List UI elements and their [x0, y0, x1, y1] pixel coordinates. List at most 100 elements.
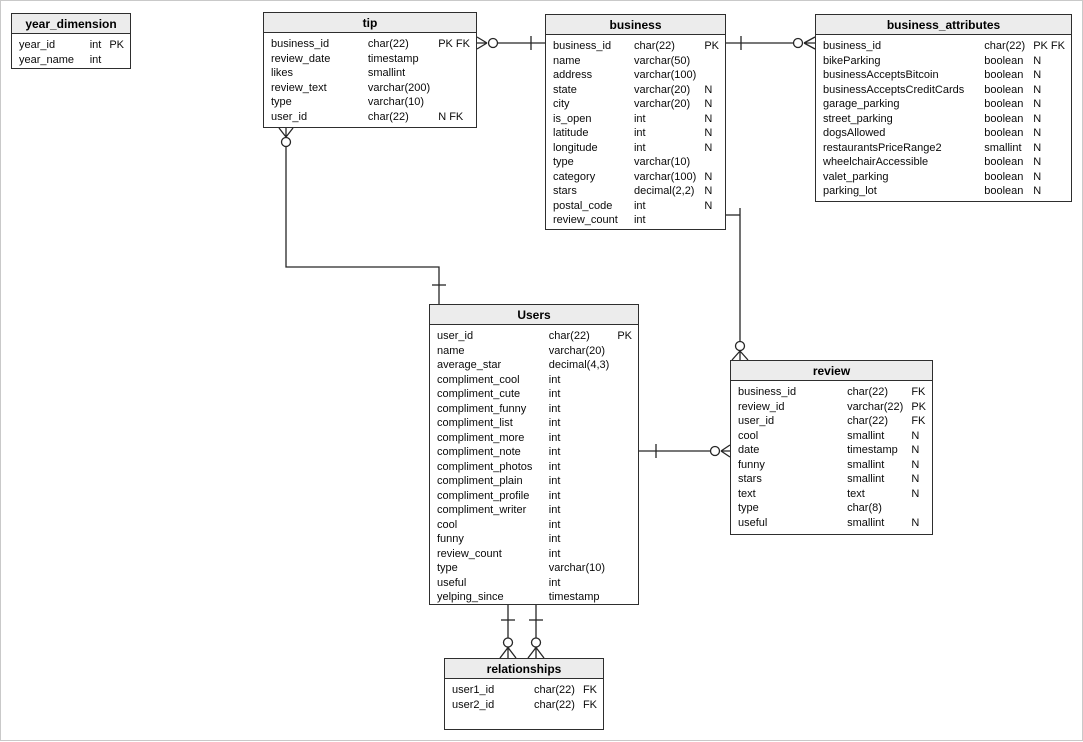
field-type: decimal(4,3) — [548, 359, 610, 371]
field-flags: FK — [582, 698, 597, 711]
crow-foot-many-icon — [477, 37, 487, 49]
field-flags — [617, 358, 632, 373]
field-name: year_name — [19, 53, 75, 66]
field-type: timestamp — [548, 591, 600, 603]
field-name: compliment_more — [437, 431, 525, 444]
field-type: boolean — [984, 127, 1024, 139]
field-type: int — [548, 547, 561, 560]
field-flags — [704, 68, 719, 83]
field-type: timestamp — [367, 52, 419, 65]
field-name: name — [437, 344, 465, 357]
table-title-year_dimension[interactable]: year_dimension — [12, 14, 130, 34]
field-flags: N — [704, 199, 713, 212]
table-title-review[interactable]: review — [731, 361, 932, 381]
field-flags: N — [704, 141, 713, 154]
field-flags: N — [911, 473, 920, 485]
field-type: int — [548, 373, 561, 386]
connector-business-tip — [477, 36, 545, 50]
zero-circle-icon — [711, 447, 720, 456]
field-type: boolean — [984, 83, 1024, 96]
field-name: valet_parking — [823, 170, 889, 183]
field-name: wheelchairAccessible — [823, 156, 929, 168]
table-title-business_attributes[interactable]: business_attributes — [816, 15, 1071, 35]
field-flags: N FK — [438, 110, 464, 123]
field-flags: N — [1033, 98, 1042, 110]
table-title-Users[interactable]: Users — [430, 305, 638, 325]
field-name: name — [553, 54, 581, 67]
field-type: smallint — [847, 473, 885, 485]
field-flags: N — [1033, 156, 1042, 168]
field-name: review_id — [738, 400, 785, 413]
field-name: user_id — [437, 330, 474, 342]
field-type: varchar(20) — [548, 344, 606, 357]
field-type: boolean — [984, 185, 1024, 197]
field-type: int — [548, 475, 561, 487]
field-name: city — [553, 98, 570, 110]
field-type: int — [548, 518, 561, 531]
zero-circle-icon — [532, 638, 541, 647]
field-type: text — [847, 487, 865, 500]
field-flags — [704, 54, 719, 69]
field-type: timestamp — [847, 444, 898, 456]
field-flags: N — [704, 185, 713, 197]
field-flags — [617, 402, 632, 417]
zero-circle-icon — [282, 138, 291, 147]
field-type: int — [548, 504, 561, 516]
field-type: char(22) — [548, 330, 590, 342]
field-name: funny — [437, 533, 464, 545]
field-flags — [911, 501, 926, 516]
field-flags: N — [704, 98, 713, 110]
field-type: char(22) — [984, 40, 1026, 52]
crow-foot-many-icon — [804, 37, 815, 49]
field-type: smallint — [847, 458, 885, 471]
connector-users-tip — [279, 128, 446, 304]
field-flags: N — [704, 170, 713, 183]
table-title-business[interactable]: business — [546, 15, 725, 35]
field-flags: PK — [911, 400, 926, 413]
field-name: compliment_cool — [437, 373, 520, 386]
field-flags: FK — [911, 386, 926, 398]
field-type: smallint — [847, 516, 885, 529]
field-name: compliment_profile — [437, 489, 530, 502]
field-flags — [617, 489, 632, 504]
field-type: char(22) — [367, 110, 409, 123]
field-name: postal_code — [553, 199, 613, 212]
field-type: varchar(10) — [548, 562, 606, 574]
field-name: compliment_list — [437, 417, 513, 429]
field-type: boolean — [984, 170, 1024, 183]
field-name: useful — [437, 576, 467, 589]
field-flags: FK — [911, 415, 926, 427]
field-name: is_open — [553, 112, 592, 125]
field-type: varchar(22) — [847, 400, 904, 413]
field-name: state — [553, 83, 577, 96]
field-type: int — [548, 388, 561, 400]
field-flags — [438, 81, 470, 96]
field-flags: N — [1033, 69, 1042, 81]
field-type: char(22) — [847, 386, 889, 398]
field-name: type — [553, 156, 574, 168]
field-name: compliment_photos — [437, 460, 533, 473]
field-name: likes — [271, 67, 294, 79]
field-type: int — [89, 53, 102, 66]
field-name: dogsAllowed — [823, 127, 886, 139]
field-type: varchar(100) — [633, 69, 697, 81]
connector-line — [286, 147, 439, 305]
field-flags — [617, 474, 632, 489]
field-name: compliment_note — [437, 446, 521, 458]
connector-users-review — [639, 444, 730, 458]
field-flags — [617, 547, 632, 562]
table-title-tip[interactable]: tip — [264, 13, 476, 33]
field-name: restaurantsPriceRange2 — [823, 141, 942, 154]
table-title-relationships[interactable]: relationships — [445, 659, 603, 679]
field-name: type — [437, 562, 458, 574]
field-name: business_id — [271, 38, 330, 50]
field-flags — [617, 503, 632, 518]
